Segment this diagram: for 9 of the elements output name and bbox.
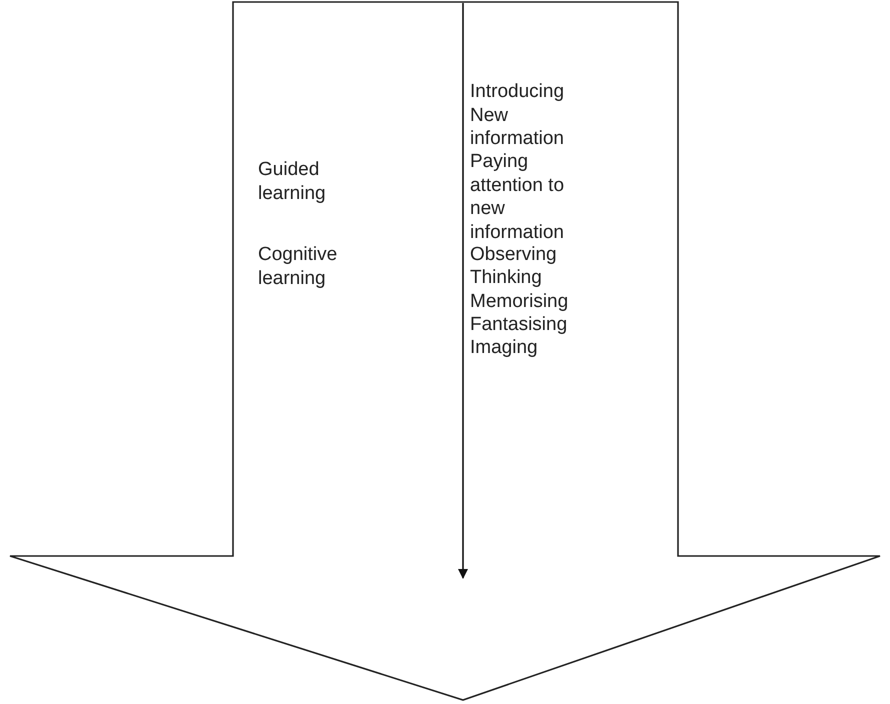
stage-label: Guided learning — [258, 158, 327, 205]
activity-text: Thinking — [470, 266, 543, 290]
activity-text: Memorising — [470, 290, 570, 314]
activity-text: Introducing New information — [470, 80, 566, 150]
activity-text: Imaging — [470, 336, 539, 360]
stage-label: Cognitive learning — [258, 243, 338, 290]
activity-text: Observing — [470, 243, 558, 266]
activity-text: Fantasising — [470, 313, 568, 336]
activity-text: Paying attention to new information — [470, 150, 566, 244]
